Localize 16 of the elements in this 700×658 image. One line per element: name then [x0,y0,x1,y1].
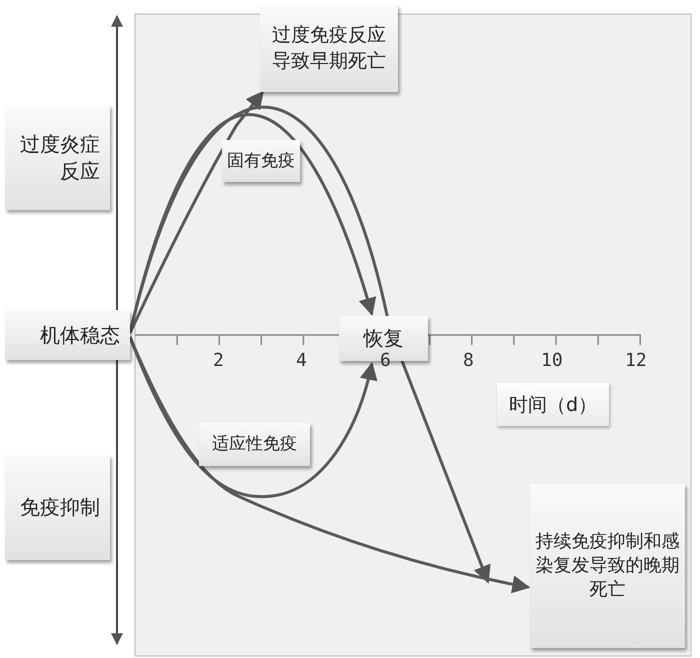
tick-label: 8 [463,350,474,371]
tick-label: 10 [541,350,563,371]
axis-label: 时间（d） [497,383,609,426]
curve-label: 适应性免疫 [199,423,310,466]
homeostasis-box: 机体稳态 [5,310,130,360]
inflammation-box: 过度炎症反应 [5,105,110,210]
outcome-box: 持续免疫抑制和感染复发导致的晚期死亡 [530,484,685,648]
arrow [128,336,530,594]
arrow [128,90,264,334]
curve-label: 固有免疫 [222,140,300,182]
outcome-box: 过度免疫反应导致早期死亡 [260,5,398,92]
tick-label: 2 [213,350,224,371]
tick-label: 12 [625,350,647,371]
tick-label: 4 [296,350,307,371]
arrow [128,106,491,584]
immunosuppression-box: 免疫抑制 [5,455,110,560]
